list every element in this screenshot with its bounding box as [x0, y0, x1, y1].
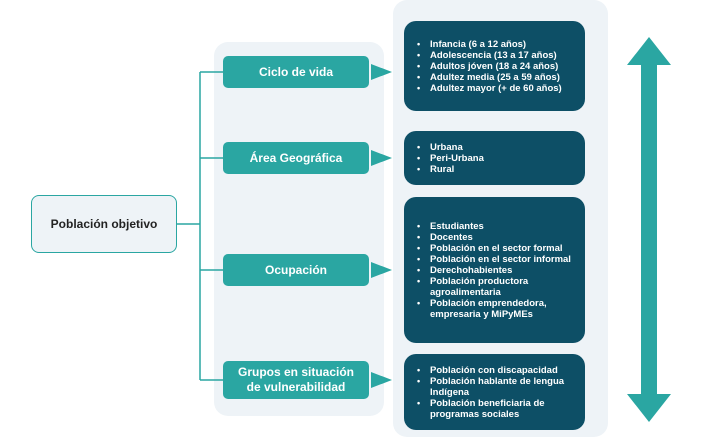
category-node-area-geografica: Área Geográfica — [223, 142, 369, 174]
axis-label: Eje transversal de género — [642, 152, 656, 300]
detail-item: Población emprendedora, empresaria y MiP… — [417, 298, 577, 320]
detail-item: Derechohabientes — [417, 265, 577, 276]
detail-item: Peri-Urbana — [417, 153, 577, 164]
detail-box-grupos-vulnerabilidad: Población con discapacidad Población hab… — [404, 354, 585, 430]
category-node-ocupacion: Ocupación — [223, 254, 369, 286]
category-node-grupos-vulnerabilidad: Grupos en situación de vulnerabilidad — [223, 361, 369, 399]
detail-item: Población hablante de lengua Indígena — [417, 376, 577, 398]
detail-item: Urbana — [417, 142, 577, 153]
double-arrow-icon — [627, 37, 671, 422]
category-label: Área Geográfica — [249, 150, 343, 165]
arrow-category-1 — [371, 64, 392, 80]
detail-item: Población productora agroalimentaria — [417, 276, 577, 298]
detail-item: Infancia (6 a 12 años) — [417, 39, 577, 50]
arrow-category-4 — [371, 372, 392, 388]
categories-panel — [214, 42, 384, 416]
detail-item: Adolescencia (13 a 17 años) — [417, 50, 577, 61]
detail-item: Población en el sector informal — [417, 254, 577, 265]
root-label: Población objetivo — [50, 217, 158, 231]
detail-item: Estudiantes — [417, 221, 577, 232]
detail-item: Adultos jóven (18 a 24 años) — [417, 61, 577, 72]
detail-box-area-geografica: Urbana Peri-Urbana Rural — [404, 131, 585, 185]
detail-item: Adultez mayor (+ de 60 años) — [417, 83, 577, 94]
category-node-ciclo-de-vida: Ciclo de vida — [223, 56, 369, 88]
arrow-category-2 — [371, 150, 392, 166]
arrow-category-3 — [371, 262, 392, 278]
detail-item: Población con discapacidad — [417, 365, 577, 376]
detail-item: Población en el sector formal — [417, 243, 577, 254]
category-label: Ciclo de vida — [258, 64, 334, 79]
category-label: Grupos en situación de vulnerabilidad — [237, 365, 354, 394]
category-label: Ocupación — [264, 262, 327, 277]
detail-item: Adultez media (25 a 59 años) — [417, 72, 577, 83]
detail-item: Población beneficiaria de programas soci… — [417, 398, 577, 420]
detail-item: Rural — [417, 164, 577, 175]
detail-item: Docentes — [417, 232, 577, 243]
root-node: Población objetivo — [31, 195, 177, 253]
detail-box-ocupacion: Estudiantes Docentes Población en el sec… — [404, 197, 585, 343]
detail-box-ciclo-de-vida: Infancia (6 a 12 años) Adolescencia (13 … — [404, 21, 585, 111]
